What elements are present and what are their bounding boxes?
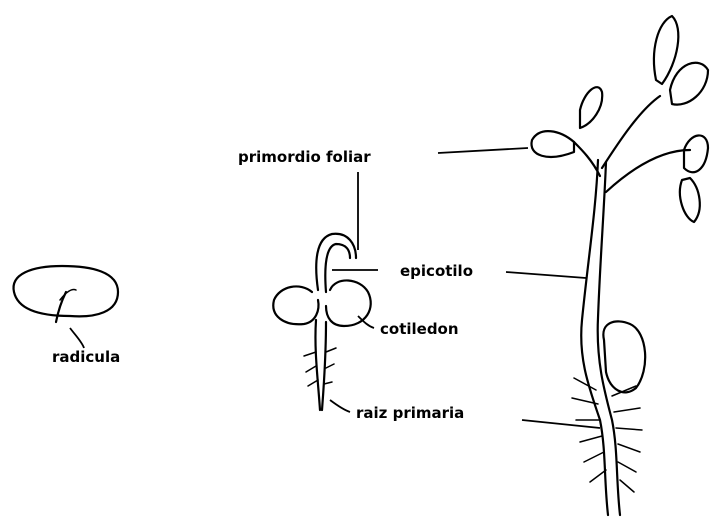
plant-3-branch-left [574, 142, 600, 176]
seedling-stage-2 [273, 234, 370, 410]
radicula-label: radicula [52, 348, 120, 366]
plant-3-leaf-6 [680, 178, 700, 222]
seed-stage-1: radicula [14, 266, 121, 366]
raiz-primaria-label: raiz primaria [356, 404, 464, 422]
raiz-primaria-leader-left [330, 400, 350, 412]
radicle-1 [56, 292, 66, 322]
seedling-2-hook-inner [325, 244, 350, 292]
plant-3-cotyledon [603, 321, 645, 392]
primordio-foliar-label: primordio foliar [238, 148, 371, 166]
plant-3-branch-upper [602, 96, 660, 168]
plant-3-leaf-4 [670, 63, 708, 105]
epicotilo-leader-right [506, 272, 586, 278]
seedling-2-stem [315, 320, 320, 410]
primordio-foliar-leader-right [438, 148, 528, 153]
plant-stage-3 [531, 16, 708, 515]
epicotilo-label: epicotilo [400, 262, 473, 280]
cotyledon-2-left [273, 286, 318, 324]
labels-group: primordio foliar epicotilo cotiledon rai… [238, 148, 600, 428]
raiz-primaria-leader-right [522, 420, 600, 428]
plant-3-leaf-3 [654, 16, 678, 84]
plant-3-stem-right [598, 162, 620, 515]
radicula-leader [70, 328, 84, 348]
plant-3-branch-right [606, 150, 690, 192]
plant-3-leaf-5 [684, 135, 708, 172]
seedling-2-rootlets [304, 348, 336, 386]
plant-3-leaf-2 [580, 87, 602, 128]
seedling-2-stem-right [322, 322, 326, 410]
cotyledon-2-right [326, 280, 371, 326]
plant-3-leaf-1 [531, 131, 574, 157]
cotiledon-label: cotiledon [380, 320, 459, 338]
